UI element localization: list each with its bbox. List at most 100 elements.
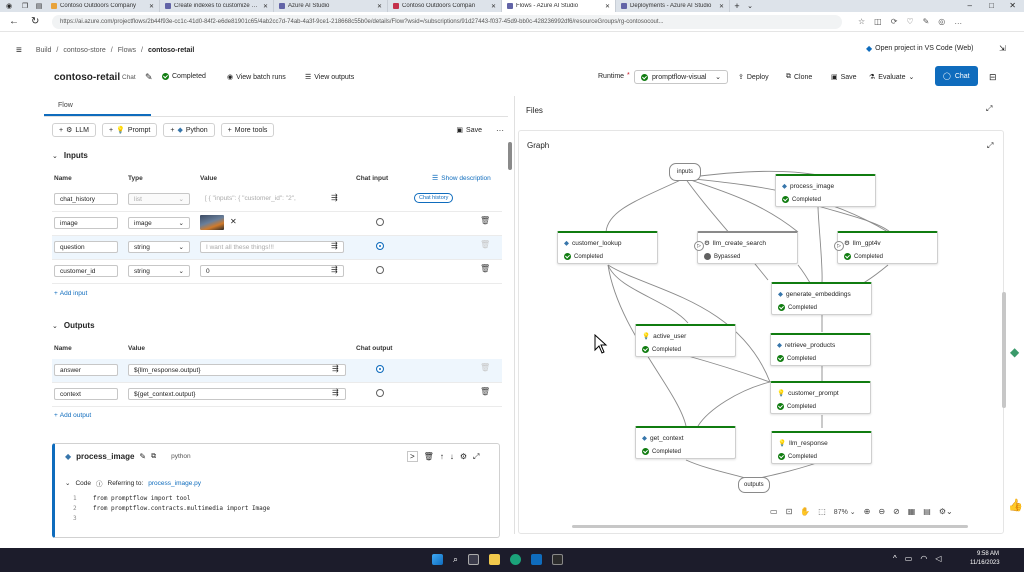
delete-input-icon[interactable]: 🗑 (480, 264, 491, 273)
browser-toolbar-icons[interactable]: ☆◫⟳♡✎◎… (858, 17, 972, 26)
volume-icon[interactable]: ◁ (935, 554, 942, 563)
tab-close-icon[interactable]: ✕ (718, 3, 724, 10)
node-run-toggle-icon[interactable]: ▷ (834, 241, 844, 251)
zoom-select[interactable]: 87% ⌄ (833, 508, 856, 516)
inputs-section-header[interactable]: ⌄ Inputs (52, 151, 88, 160)
tab-close-icon[interactable]: ✕ (376, 3, 382, 10)
view-outputs-button[interactable]: ☰ View outputs (305, 73, 355, 82)
expand-value-icon[interactable]: ⇶ (332, 388, 339, 397)
zoom-out-icon[interactable]: ⊖ (878, 507, 886, 516)
move-up-icon[interactable]: ↑ (439, 452, 444, 461)
node-run-toggle-icon[interactable]: ▷ (694, 241, 704, 251)
tab-actions-icon[interactable]: ❐ (21, 3, 29, 10)
graph-inputs-pill[interactable]: inputs (669, 163, 702, 181)
graph-h-scrollbar[interactable] (572, 525, 968, 528)
move-down-icon[interactable]: ↓ (449, 452, 454, 461)
window-maximize-icon[interactable]: □ (989, 1, 994, 10)
input-value-field[interactable]: [ { "inputs": { "customer_id": "2", (205, 195, 296, 202)
tray-monitor-icon[interactable]: ▭ (904, 554, 913, 563)
edit-name-icon[interactable]: ✎ (139, 452, 147, 461)
select-icon[interactable]: ⬚ (818, 507, 826, 516)
more-tools-button[interactable]: +More tools (220, 123, 275, 137)
chevron-down-icon[interactable]: ⌄ (65, 480, 71, 487)
layout-icon[interactable]: ▦ (907, 507, 916, 516)
expand-graph-icon[interactable]: ⤢ (987, 141, 994, 150)
taskbar-date[interactable]: 11/16/2023 (970, 560, 1000, 566)
expand-icon[interactable]: ⤢ (473, 451, 480, 461)
back-icon[interactable]: ← (9, 16, 19, 27)
browser-profile-icon[interactable]: ◉ (5, 3, 13, 10)
new-tab-icon[interactable]: + (734, 1, 740, 11)
expand-value-icon[interactable]: ⇶ (331, 241, 338, 250)
expand-files-icon[interactable]: ⤢ (986, 104, 993, 113)
tray-chevron-icon[interactable]: ^ (893, 554, 897, 563)
zoom-in-icon[interactable]: ⊕ (863, 507, 871, 516)
delete-output-icon[interactable]: 🗑 (480, 363, 491, 372)
graph-v-scrollbar[interactable] (1002, 292, 1006, 408)
browser-tab[interactable]: Contoso Outdoors Compan✕ (388, 0, 502, 12)
input-type-select[interactable]: image⌄ (128, 217, 190, 229)
image-thumbnail[interactable] (200, 215, 224, 230)
tab-close-icon[interactable]: ✕ (148, 3, 154, 10)
input-name-field[interactable]: question (54, 241, 118, 253)
zoom-fit-icon[interactable]: ⊘ (893, 507, 900, 516)
breadcrumb-project[interactable]: contoso-store (63, 46, 106, 54)
pan-icon[interactable]: ✋ (800, 507, 811, 516)
windows-start-icon[interactable] (432, 554, 443, 565)
delete-node-icon[interactable]: 🗑 (423, 452, 434, 461)
browser-tab[interactable]: Deployments - Azure AI Studio✕ (616, 0, 730, 12)
save-flow-button[interactable]: ▣ Save (831, 73, 857, 82)
input-value-field[interactable]: I want all these things!!! (200, 241, 344, 253)
terminal-icon[interactable] (552, 554, 564, 565)
left-scrollbar[interactable] (508, 142, 512, 170)
wifi-icon[interactable]: ◠ (920, 554, 928, 563)
edge-sidebar-icon[interactable]: ◆ (1010, 345, 1020, 359)
chat-output-radio[interactable] (376, 365, 384, 373)
input-type-select[interactable]: list⌄ (128, 193, 190, 205)
copy-icon[interactable]: ⧉ (151, 452, 157, 460)
comment-icon[interactable]: ▭ (770, 507, 778, 516)
evaluate-button[interactable]: ⚗ Evaluate ⌄ (869, 73, 915, 82)
expand-value-icon[interactable]: ⇶ (332, 364, 339, 373)
save-left-button[interactable]: ▣Save (456, 126, 482, 135)
chat-button[interactable]: ◯ Chat (935, 66, 978, 86)
workspaces-icon[interactable]: ▤ (35, 3, 43, 10)
input-name-field[interactable]: image (54, 217, 118, 229)
input-value-field[interactable]: 0 (200, 265, 344, 277)
delete-output-icon[interactable]: 🗑 (480, 387, 491, 396)
browser-tab[interactable]: Azure AI Studio✕ (274, 0, 388, 12)
hamburger-menu-icon[interactable]: ≡ (16, 44, 22, 56)
taskbar-search-icon[interactable]: ⌕ (453, 554, 459, 564)
runtime-select[interactable]: promptflow-visual ⌄ (634, 70, 728, 84)
output-value-field[interactable]: ${llm_response.output} (128, 364, 346, 376)
tab-close-icon[interactable]: ✕ (604, 3, 610, 10)
add-prompt-button[interactable]: +💡Prompt (102, 123, 158, 137)
tab-list-chevron-icon[interactable]: ⌄ (747, 3, 753, 10)
tab-close-icon[interactable]: ✕ (490, 3, 496, 10)
input-type-select[interactable]: string⌄ (128, 241, 190, 253)
side-panel-icon[interactable]: ⊟ (989, 72, 997, 82)
settings-icon[interactable]: ⚙ (459, 452, 467, 461)
add-input-button[interactable]: +Add input (54, 290, 88, 297)
outputs-section-header[interactable]: ⌄ Outputs (52, 321, 95, 330)
code-file-link[interactable]: process_image.py (148, 479, 202, 487)
edge-sidebar-thumb-icon[interactable]: 👍 (1008, 498, 1023, 512)
chat-input-radio[interactable] (376, 266, 384, 274)
input-name-field[interactable]: customer_id (54, 265, 118, 277)
breadcrumb-flows[interactable]: Flows (117, 46, 137, 54)
browser-tab[interactable]: Create indexes to customize gro✕ (160, 0, 274, 12)
fit-view-icon[interactable]: ⊡ (785, 507, 793, 516)
task-view-icon[interactable] (468, 554, 480, 565)
taskbar-time[interactable]: 9:58 AM (977, 551, 1000, 557)
browser-tab[interactable]: Flows - Azure AI Studio✕ (502, 0, 616, 12)
chat-input-radio[interactable] (376, 242, 384, 250)
